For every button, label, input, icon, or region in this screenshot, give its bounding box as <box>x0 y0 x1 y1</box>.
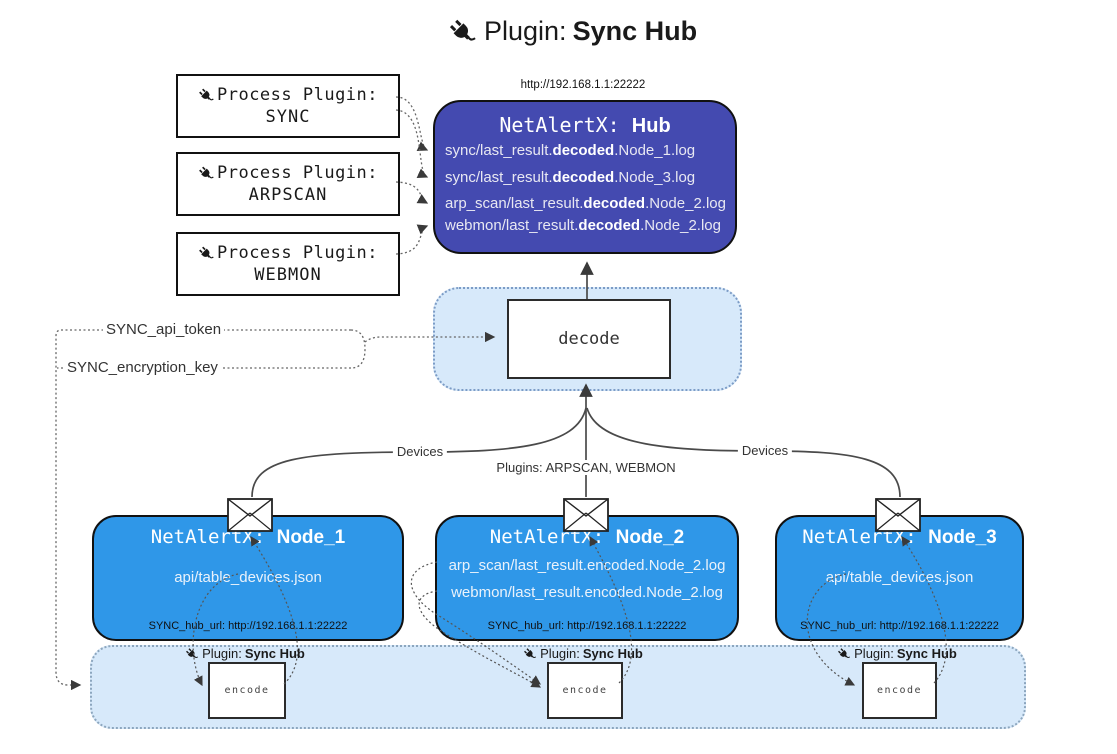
hub-log-line: webmon/last_result.decoded.Node_2.log <box>445 217 721 234</box>
process-plugin-label: Process Plugin: <box>216 163 379 183</box>
hub-url-label: http://192.168.1.1:22222 <box>520 79 646 91</box>
hub-box: NetAlertX: Hub sync/last_result.decoded.… <box>433 100 737 254</box>
encode-box-1: encode <box>208 662 286 719</box>
encoder2-label: Plugin:Sync Hub <box>523 646 643 661</box>
process-plugin-name: SYNC <box>265 107 311 127</box>
process-plugin-label: Process Plugin: <box>216 85 379 105</box>
node3-hub-url: SYNC_hub_url: http://192.168.1.1:22222 <box>800 620 999 632</box>
hub-log-line: sync/last_result.decoded.Node_1.log <box>445 142 696 159</box>
process-plugin-name: WEBMON <box>254 265 322 285</box>
encoder3-label: Plugin:Sync Hub <box>837 646 957 661</box>
plug-icon <box>448 17 478 47</box>
sync-encryption-key-label: SYNC_encryption_key <box>64 359 221 376</box>
envelope-icon <box>227 498 273 532</box>
node3-box: NetAlertX: Node_3 api/table_devices.json… <box>775 515 1024 641</box>
hub-title: NetAlertX: Hub <box>435 113 735 138</box>
process-plugin-name: ARPSCAN <box>248 185 328 205</box>
plugin-to-hub-connectors <box>395 96 429 255</box>
plug-icon <box>185 647 199 661</box>
node2-file: webmon/last_result.encoded.Node_2.log <box>451 584 723 601</box>
node1-file: api/table_devices.json <box>174 569 322 586</box>
title-prefix: Plugin: <box>484 16 567 46</box>
process-plugin-arpscan-box: Process Plugin: ARPSCAN <box>176 152 400 216</box>
plug-icon <box>198 245 215 262</box>
encode-box-3: encode <box>862 662 937 719</box>
plugins-center-label: Plugins: ARPSCAN, WEBMON <box>492 460 680 475</box>
node2-file: arp_scan/last_result.encoded.Node_2.log <box>448 557 726 574</box>
encode-box-2: encode <box>547 662 623 719</box>
process-plugin-sync-box: Process Plugin: SYNC <box>176 74 400 138</box>
node2-box: NetAlertX: Node_2 arp_scan/last_result.e… <box>435 515 739 641</box>
process-plugin-label: Process Plugin: <box>216 243 379 263</box>
page-title: Plugin: Sync Hub <box>448 16 697 47</box>
node2-hub-url: SYNC_hub_url: http://192.168.1.1:22222 <box>487 620 687 632</box>
hub-log-line: sync/last_result.decoded.Node_3.log <box>445 169 696 186</box>
node3-file: api/table_devices.json <box>825 569 974 586</box>
envelope-icon <box>563 498 609 532</box>
hub-title-prefix: NetAlertX: <box>499 113 620 137</box>
envelope-icon <box>875 498 921 532</box>
plug-icon <box>837 647 851 661</box>
devices-right-label: Devices <box>737 443 793 458</box>
decode-box: decode <box>507 299 671 379</box>
devices-left-label: Devices <box>392 444 448 459</box>
process-plugin-webmon-box: Process Plugin: WEBMON <box>176 232 400 296</box>
plug-icon <box>198 87 215 104</box>
plug-icon <box>198 165 215 182</box>
title-name: Sync Hub <box>572 16 698 46</box>
hub-title-name: Hub <box>631 115 671 137</box>
hub-log-line: arp_scan/last_result.decoded.Node_2.log <box>445 195 726 212</box>
encoder1-label: Plugin:Sync Hub <box>185 646 305 661</box>
sync-api-token-label: SYNC_api_token <box>103 321 225 338</box>
node1-hub-url: SYNC_hub_url: http://192.168.1.1:22222 <box>148 620 348 632</box>
plug-icon <box>523 647 537 661</box>
node1-box: NetAlertX: Node_1 api/table_devices.json… <box>92 515 404 641</box>
